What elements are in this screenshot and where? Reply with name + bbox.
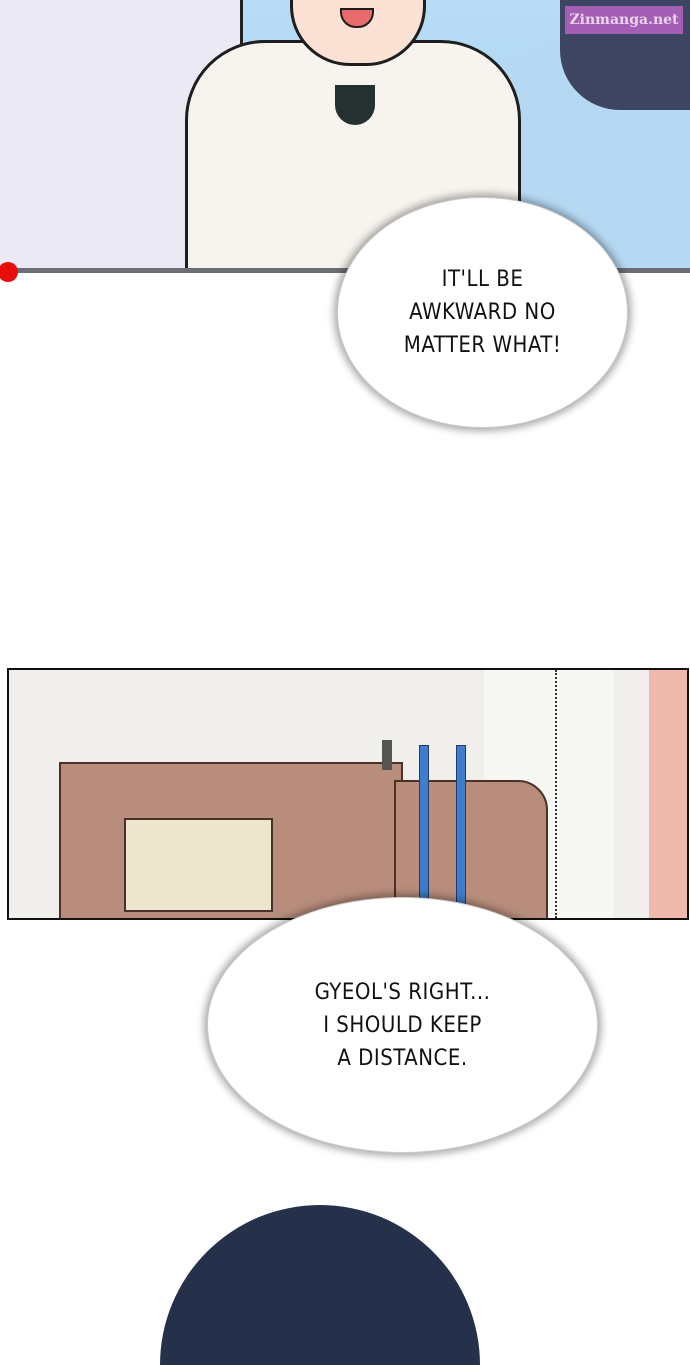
umbrella-pole	[419, 745, 429, 918]
comic-panel-room	[7, 668, 689, 920]
character-head-hair	[160, 1205, 480, 1365]
stand-post	[382, 740, 392, 770]
speech-text: IT'LL BE AWKWARD NO MATTER WHAT!	[403, 267, 562, 358]
umbrella-pole	[456, 745, 466, 918]
comic-panel-top	[0, 0, 690, 272]
brick-wall	[649, 670, 687, 918]
character-undershirt	[335, 85, 375, 125]
blind-chain	[555, 670, 559, 918]
red-dot-marker	[0, 262, 18, 282]
speech-bubble: IT'LL BE AWKWARD NO MATTER WHAT!	[340, 200, 625, 425]
desk-side	[394, 780, 548, 918]
shelf-compartment	[124, 818, 273, 912]
watermark: Zinmanga.net	[565, 6, 683, 34]
panel-divider-line	[0, 268, 690, 273]
thought-text: GYEOL'S RIGHT... I SHOULD KEEP A DISTANC…	[314, 979, 491, 1071]
thought-bubble: GYEOL'S RIGHT... I SHOULD KEEP A DISTANC…	[210, 900, 595, 1150]
